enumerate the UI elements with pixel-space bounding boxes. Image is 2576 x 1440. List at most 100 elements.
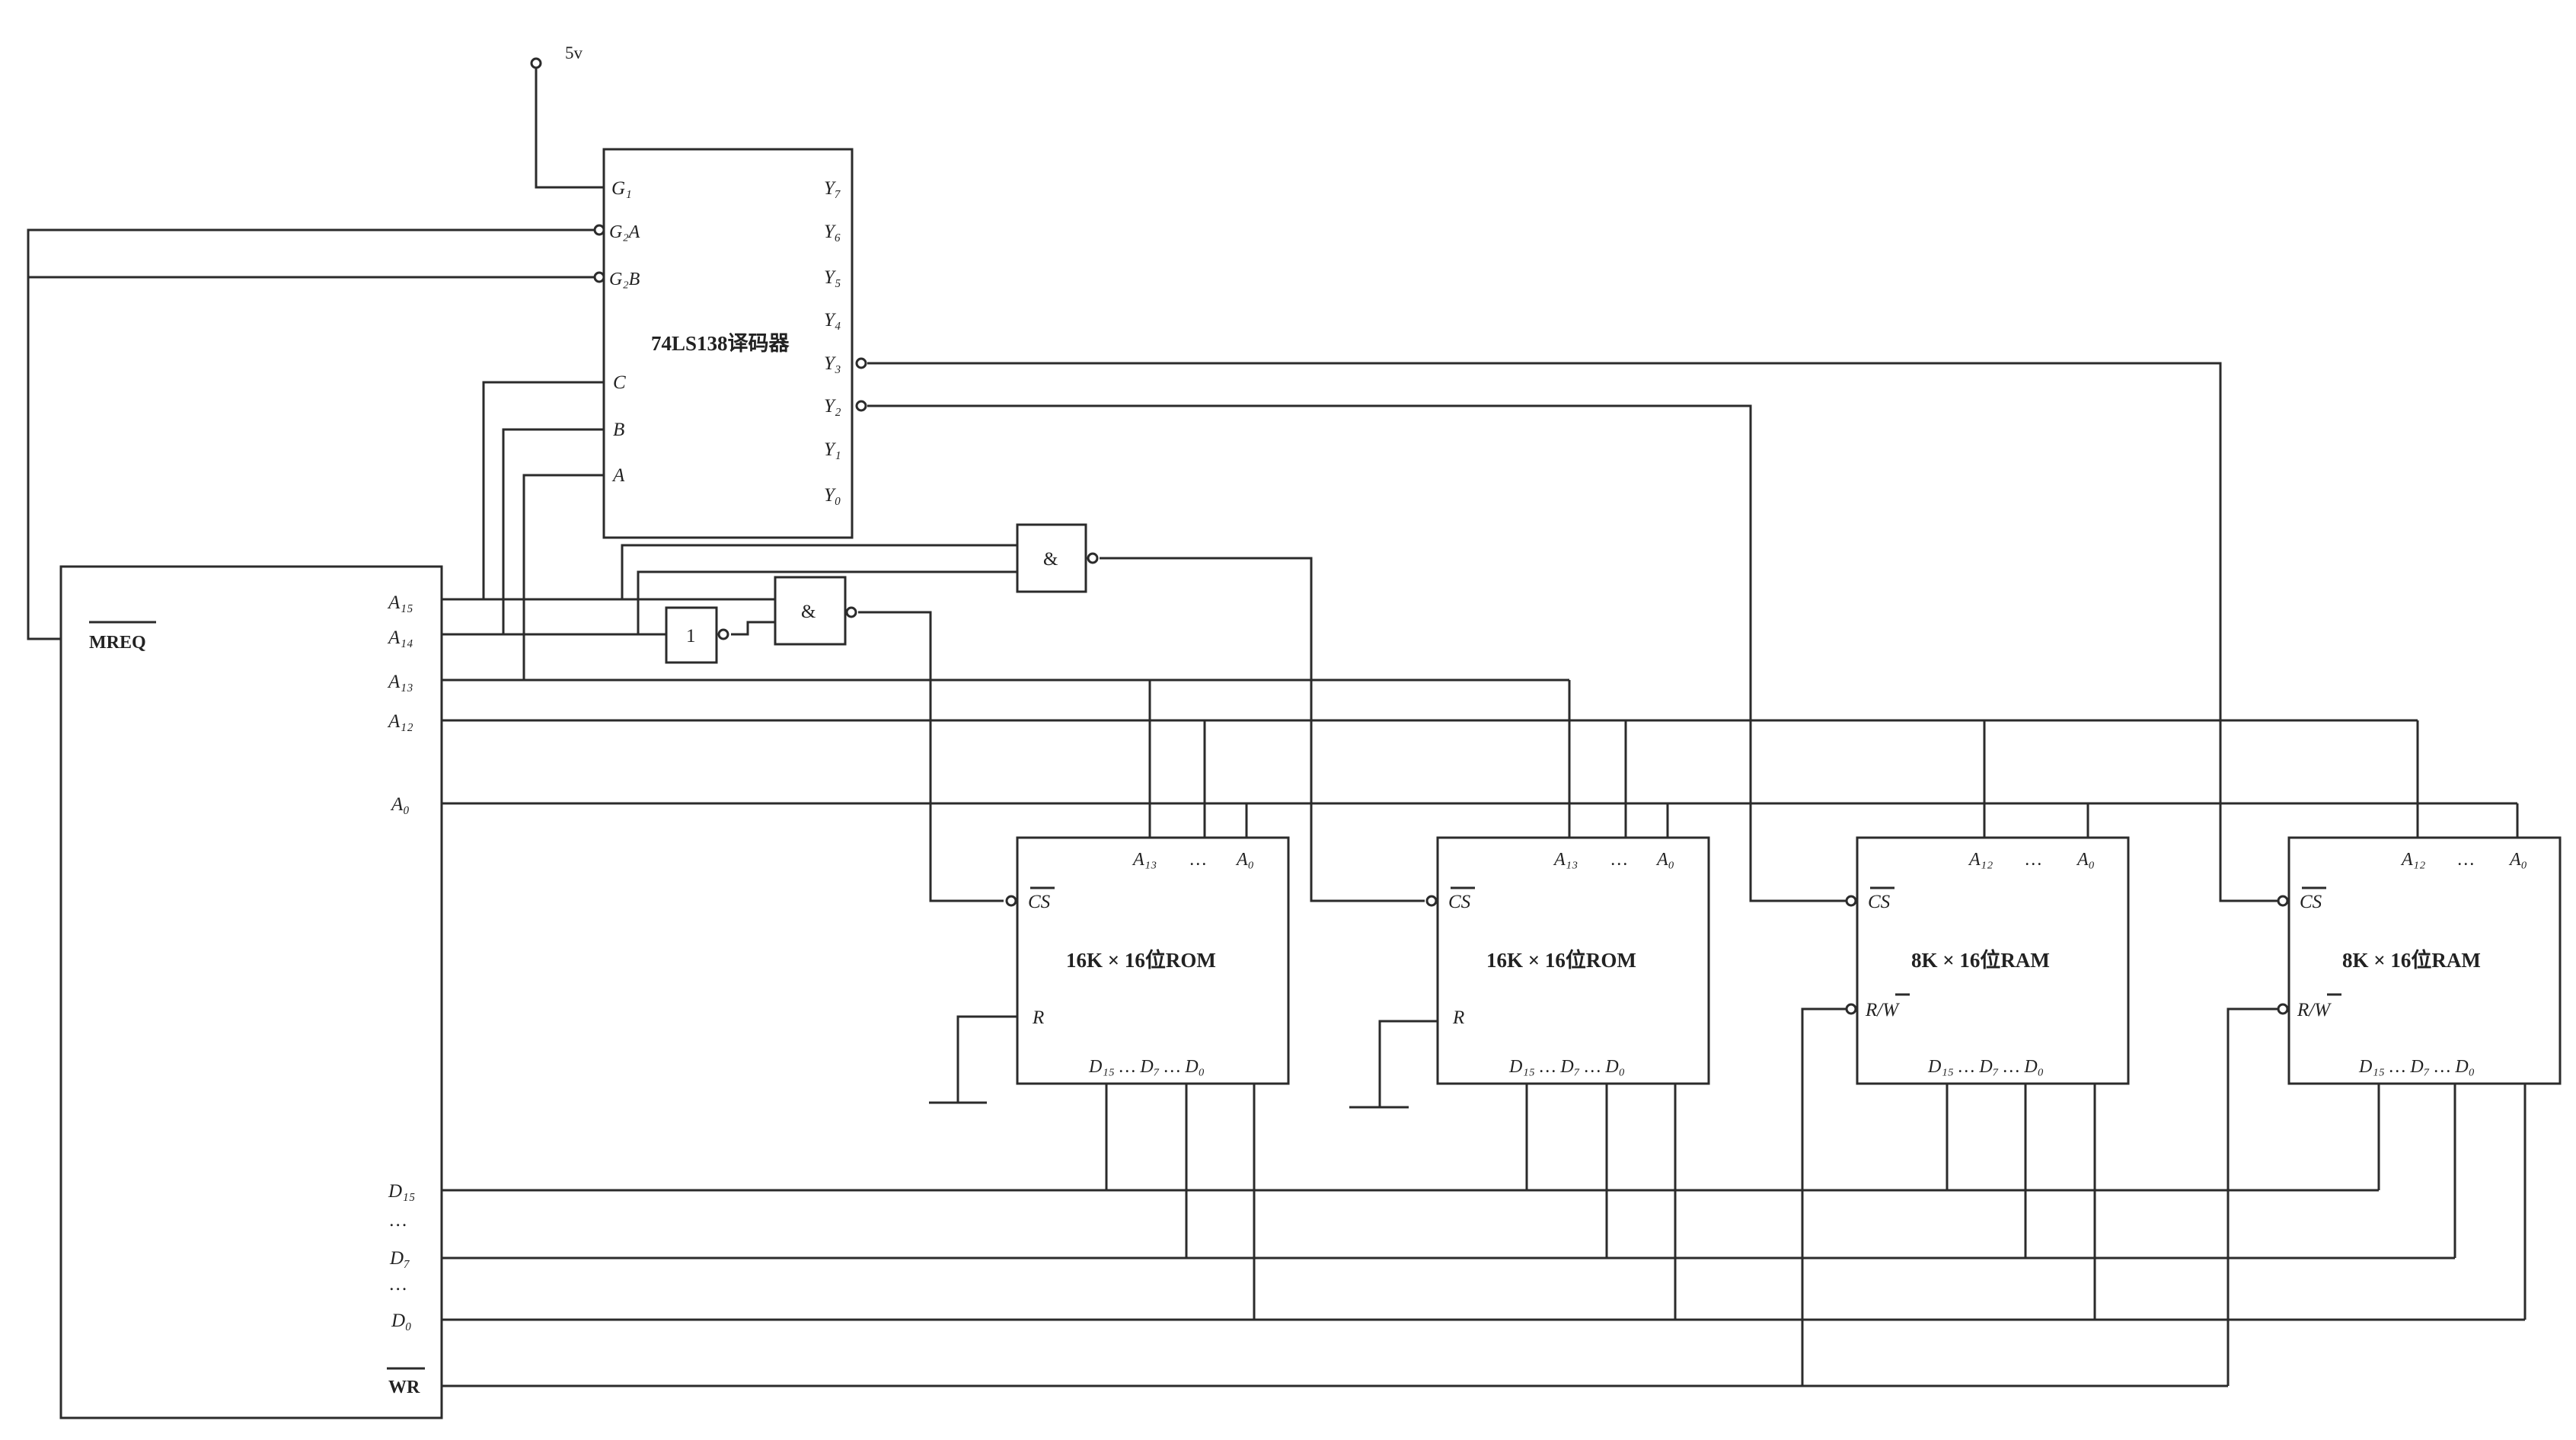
g2a-bubble [593, 224, 605, 236]
decoder-in-g2b: G₂B [609, 270, 640, 289]
ram-1-cs-bubble [1845, 895, 1857, 907]
rom-2-cs-bubble [1425, 895, 1438, 907]
chip-ram-1: A₁₂ … A₀ CS 8K × 16位RAM R/W D₁₅ … D₇ … D… [1845, 836, 2130, 1085]
ram-2-rw-bubble [2277, 1003, 2289, 1015]
wires [27, 63, 2527, 1387]
and-lower-body [774, 576, 847, 646]
ram-1-ctrl: R/W [1865, 1000, 1900, 1020]
wire-supply-g1 [535, 63, 604, 189]
pin-a15: A₁₅ [387, 592, 413, 613]
rom-2-body [1436, 836, 1710, 1085]
decoder-in-a: A [611, 465, 625, 486]
chip-rom-2: A₁₃ … A₀ CS 16K × 16位ROM R D₁₅ … D₇ … D₀ [1425, 836, 1710, 1085]
and-lower-bubble [845, 606, 857, 618]
ram-1-title: 8K × 16位RAM [1911, 948, 2050, 972]
wire-and-rom1-cs [858, 611, 1004, 902]
chip-ram-2: A₁₂ … A₀ CS 8K × 16位RAM R/W D₁₅ … D₇ … D… [2277, 836, 2562, 1085]
and-upper-body [1016, 523, 1087, 593]
decoder-in-g2a: G₂A [609, 222, 640, 242]
decoder-out-y2: Y₂ [824, 396, 841, 417]
wire-a12-bus [442, 719, 2419, 838]
wr-label: WR [388, 1378, 420, 1397]
ram-2-ctrl: R/W [2297, 1000, 2332, 1020]
ram-1-addr-dots: … [2025, 850, 2041, 870]
rom-1-addr-lo: A₀ [1235, 850, 1254, 870]
and-lower-label: & [801, 602, 816, 622]
wire-a14-upper-and [637, 570, 1017, 634]
ram-1-body [1856, 836, 2130, 1085]
wire-d15-bus [442, 1084, 2380, 1192]
decoder-in-b: B [613, 420, 624, 440]
wire-a13-bus [524, 678, 1571, 838]
decoder-in-g1: G₁ [611, 178, 632, 199]
rom-1-cs: CS [1028, 892, 1051, 912]
cpu-body [59, 565, 443, 1419]
ram-1-addr-lo: A₀ [2076, 850, 2095, 870]
wire-a14-b [442, 428, 604, 636]
wire-d0-bus [442, 1084, 2527, 1321]
rom-2-title: 16K × 16位ROM [1486, 948, 1636, 972]
chip-rom-1: A₁₃ … A₀ CS 16K × 16位ROM R D₁₅ … D₇ … D₀ [1005, 836, 1290, 1085]
supply-terminal [530, 57, 542, 69]
wire-a15-c [442, 381, 604, 601]
rom-2-cs: CS [1448, 892, 1471, 912]
ram-1-data: D₁₅ … D₇ … D₀ [1927, 1057, 2044, 1077]
and-upper-label: & [1043, 549, 1058, 570]
rom-1-addr-dots: … [1190, 850, 1206, 870]
wire-and-rom2-cs [1100, 557, 1425, 902]
pin-d0: D₀ [391, 1311, 412, 1331]
decoder-out-y5: Y₅ [824, 267, 841, 288]
ram-1-rw-bubble [1845, 1003, 1857, 1015]
ram-2-data: D₁₅ … D₇ … D₀ [2358, 1057, 2475, 1077]
decoder-out-y6: Y₆ [824, 222, 841, 242]
rom-1-body [1016, 836, 1290, 1085]
mreq-label: MREQ [89, 633, 146, 653]
ram-2-cs: CS [2300, 892, 2322, 912]
pin-d15: D₁₅ [388, 1181, 415, 1202]
rom-1-addr-hi: A₁₃ [1132, 850, 1157, 870]
supply-label: 5v [565, 43, 583, 62]
wire-a15-upper-and [621, 544, 1017, 599]
decoder-out-y0: Y₀ [824, 485, 841, 506]
pin-dots-1: … [390, 1210, 407, 1231]
y2-bubble [855, 400, 867, 412]
rom-1-data: D₁₅ … D₇ … D₀ [1088, 1057, 1205, 1077]
ram-2-cs-bubble [2277, 895, 2289, 907]
decoder-in-c: C [613, 372, 626, 393]
inverter-bubble [717, 628, 729, 640]
decoder-74ls138: 74LS138译码器 G₁ G₂A G₂B C B A Y₇ Y₆ Y₅ Y₄ … [593, 148, 867, 539]
decoder-title: 74LS138译码器 [651, 332, 790, 355]
rom-1-title: 16K × 16位ROM [1066, 948, 1216, 972]
pin-a0: A₀ [390, 794, 410, 815]
rom-1-ctrl: R [1032, 1007, 1044, 1028]
decoder-body [602, 148, 854, 539]
wire-a0-bus [442, 802, 2519, 838]
pin-a14: A₁₄ [387, 627, 413, 648]
ram-2-addr-hi: A₁₂ [2400, 850, 2425, 870]
and-upper-bubble [1087, 552, 1099, 564]
pin-a12: A₁₂ [387, 711, 413, 732]
rom-1-cs-bubble [1005, 895, 1017, 907]
wire-rom1-ground [929, 1015, 1017, 1104]
rom-2-addr-lo: A₀ [1655, 850, 1674, 870]
inverter-label: 1 [686, 626, 696, 647]
pin-a13: A₁₃ [387, 672, 413, 692]
wire-inv-and [731, 621, 775, 636]
ram-1-cs: CS [1868, 892, 1891, 912]
rom-2-addr-dots: … [1611, 850, 1627, 870]
inverter-gate: 1 [665, 606, 729, 664]
ram-2-addr-dots: … [2458, 850, 2474, 870]
wire-y3-ram2-cs [867, 362, 2282, 902]
wire-mreq-loop [27, 228, 595, 640]
pin-d7: D₇ [389, 1248, 410, 1269]
inverter-body [665, 606, 718, 664]
decoder-out-y7: Y₇ [824, 178, 841, 199]
y3-bubble [855, 357, 867, 369]
ram-2-title: 8K × 16位RAM [2342, 948, 2481, 972]
rom-2-ctrl: R [1452, 1007, 1464, 1028]
cpu-block: MREQ WR A₁₅ A₁₄ A₁₃ A₁₂ A₀ D₁₅ … D₇ … D₀ [59, 565, 443, 1419]
g2b-bubble [593, 271, 605, 283]
rom-2-data: D₁₅ … D₇ … D₀ [1508, 1057, 1625, 1077]
ram-2-addr-lo: A₀ [2508, 850, 2527, 870]
